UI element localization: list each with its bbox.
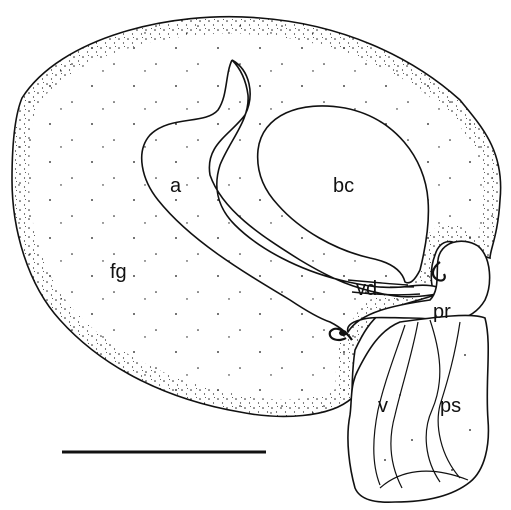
label-fg: fg: [110, 261, 127, 283]
label-pr: pr: [433, 301, 451, 323]
label-vd: vd: [356, 278, 377, 300]
label-a: a: [170, 175, 182, 197]
label-v: v: [378, 395, 388, 417]
penis-complex: [348, 315, 488, 502]
label-ps: ps: [440, 395, 461, 417]
duct-opening: [339, 330, 347, 336]
label-bc: bc: [333, 175, 354, 197]
penial-sheath: [348, 315, 488, 502]
